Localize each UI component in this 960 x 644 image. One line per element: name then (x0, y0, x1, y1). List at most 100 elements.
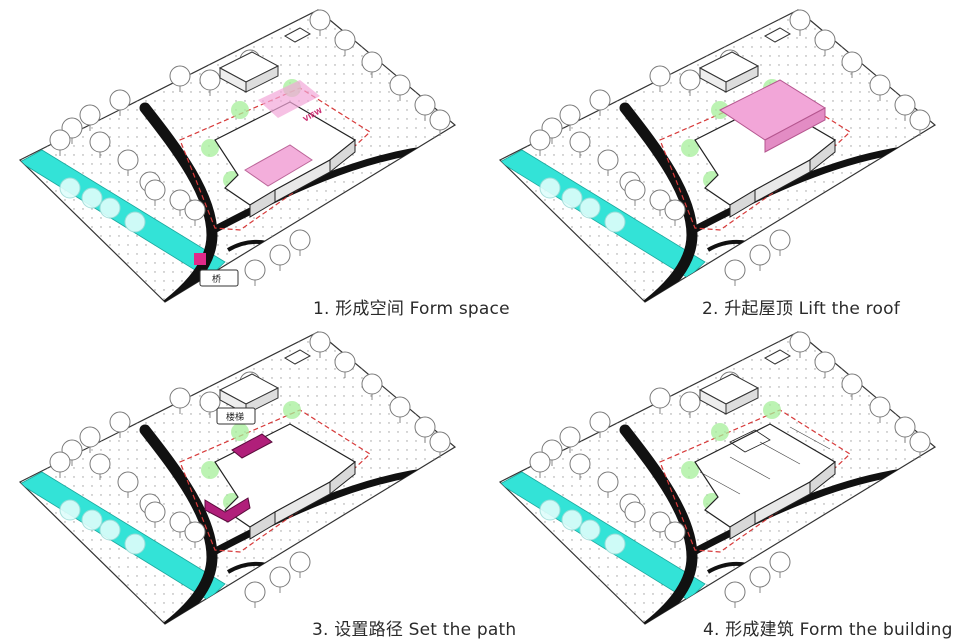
river-tree (124, 211, 146, 233)
caption-set-the-path: 3. 设置路径 Set the path (312, 620, 517, 640)
tree (724, 259, 746, 281)
tree (49, 451, 71, 473)
tree (749, 244, 771, 266)
tree (664, 521, 686, 543)
tree (117, 471, 139, 493)
river-tree (604, 211, 626, 233)
tree (334, 29, 356, 51)
preserved-tree (231, 423, 249, 441)
branch-road (688, 466, 921, 558)
facade-line (699, 471, 741, 495)
tree (589, 411, 611, 433)
river-tree (561, 187, 583, 209)
river-tree (59, 177, 81, 199)
existing-building-small (283, 27, 312, 43)
tree (769, 229, 791, 251)
tree (559, 104, 581, 126)
tree (789, 331, 811, 353)
river-tree (539, 499, 561, 521)
tree (199, 391, 221, 413)
stair-outline (729, 429, 771, 453)
tree (909, 109, 931, 131)
tree (814, 351, 836, 373)
tree (361, 373, 383, 395)
preserved-tree (711, 423, 729, 441)
tree (79, 426, 101, 448)
river-tree (561, 509, 583, 531)
existing-building-small (283, 349, 312, 365)
branch-road (688, 144, 921, 236)
form-space-pink-volume (244, 144, 313, 187)
preserved-tree (201, 139, 219, 157)
stair-tag: 楼梯 (226, 411, 244, 423)
tree (109, 89, 131, 111)
tree (597, 149, 619, 171)
tree (269, 566, 291, 588)
path-ramp (204, 497, 251, 523)
panel-form-the-building (498, 331, 937, 625)
river-tree (81, 509, 103, 531)
tree (269, 244, 291, 266)
tree (559, 426, 581, 448)
preserved-tree (201, 461, 219, 479)
tree (649, 189, 671, 211)
tree (89, 453, 111, 475)
facade-line (789, 426, 831, 450)
existing-building-small (763, 27, 792, 43)
tree (909, 431, 931, 453)
facade-line (759, 441, 801, 465)
tree (649, 387, 671, 409)
tree (309, 331, 331, 353)
tree (361, 51, 383, 73)
tree (429, 431, 451, 453)
tree (624, 179, 646, 201)
tree (169, 511, 191, 533)
tree (117, 149, 139, 171)
tree (789, 9, 811, 31)
facade-line (729, 456, 771, 480)
tree (414, 416, 436, 438)
tree (309, 9, 331, 31)
tree (89, 131, 111, 153)
tree (169, 65, 191, 87)
river-tree (579, 197, 601, 219)
tree (289, 551, 311, 573)
tree (144, 179, 166, 201)
tree (389, 74, 411, 96)
panel-lift-the-roof (498, 9, 937, 303)
tree (569, 131, 591, 153)
existing-building-small (763, 349, 792, 365)
river-tree (579, 519, 601, 541)
bridge-marker (194, 253, 206, 265)
tree (199, 69, 221, 91)
tree (679, 69, 701, 91)
tree (184, 199, 206, 221)
tree (869, 396, 891, 418)
tree (169, 189, 191, 211)
form-space-pink-top (258, 80, 320, 118)
bridge-tag-box (199, 269, 239, 287)
river-tree (99, 197, 121, 219)
tree (589, 89, 611, 111)
tree (624, 501, 646, 523)
tree (49, 129, 71, 151)
tree (814, 29, 836, 51)
tree (529, 129, 551, 151)
tree (869, 74, 891, 96)
tree (894, 94, 916, 116)
tree (289, 229, 311, 251)
tree (664, 199, 686, 221)
river-tree (81, 187, 103, 209)
preserved-tree (763, 401, 781, 419)
path-stair (231, 433, 273, 459)
river-tree (99, 519, 121, 541)
river-tree (124, 533, 146, 555)
tree (749, 566, 771, 588)
tree (334, 351, 356, 373)
tree (414, 94, 436, 116)
tree (841, 373, 863, 395)
preserved-tree (231, 101, 249, 119)
branch-road (208, 466, 441, 558)
tree (724, 581, 746, 603)
